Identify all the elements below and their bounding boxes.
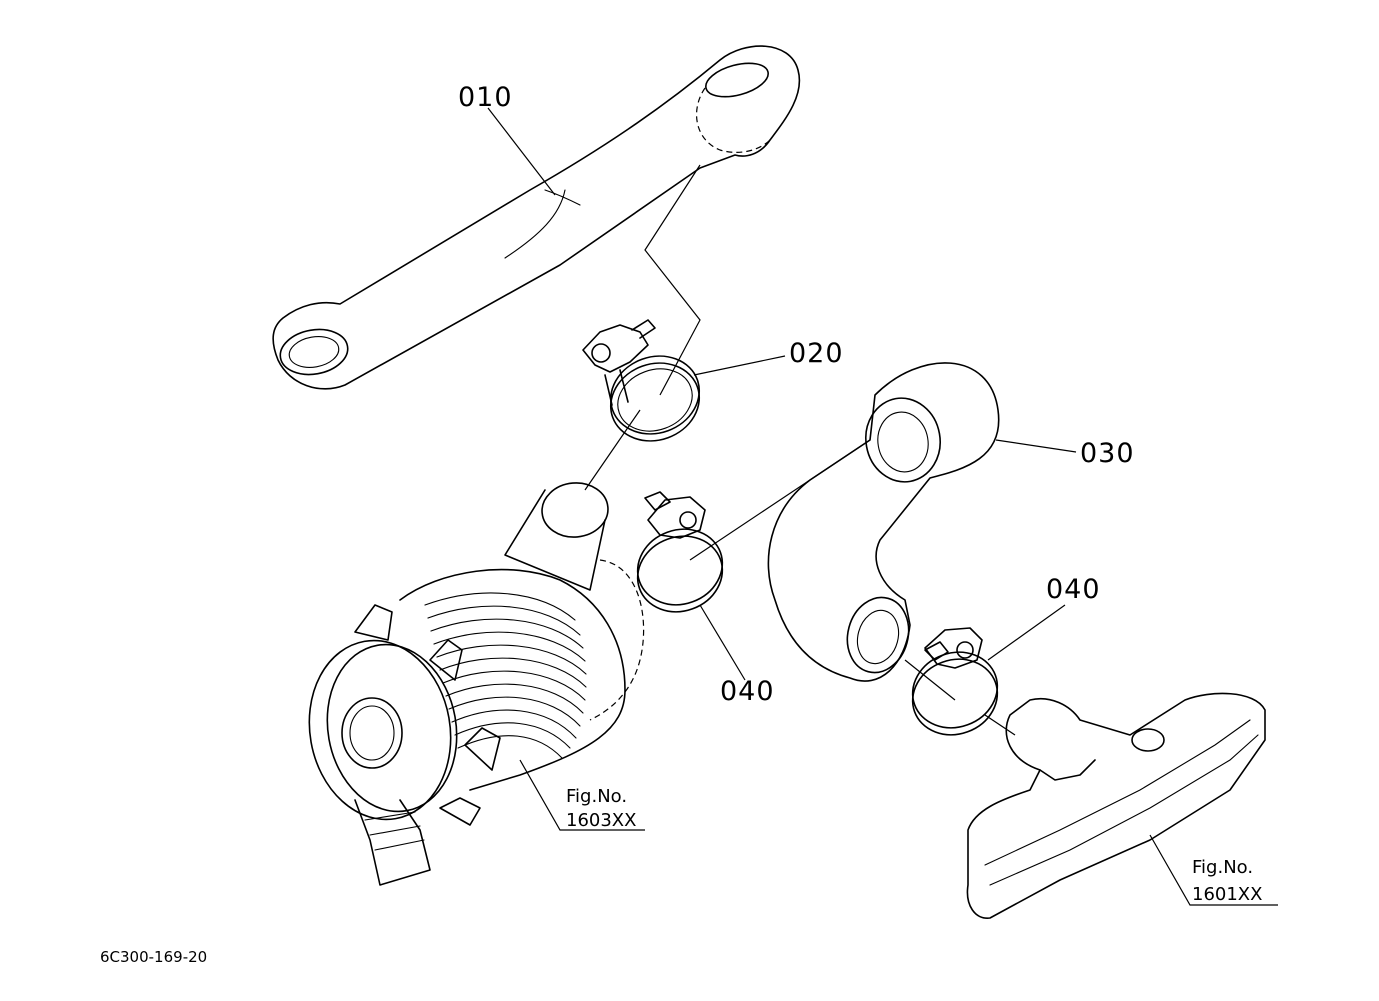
label-part-030: 030 bbox=[1080, 438, 1135, 469]
fig-ref-left-title: Fig.No. bbox=[566, 786, 627, 807]
hose-clamp-040-right bbox=[911, 627, 999, 736]
label-part-040-left: 040 bbox=[720, 676, 775, 707]
rubber-hose-030 bbox=[767, 362, 1000, 682]
label-part-040-right: 040 bbox=[1046, 574, 1101, 605]
label-part-020: 020 bbox=[789, 338, 844, 369]
intake-pipe-010 bbox=[272, 45, 801, 390]
hose-clamp-020 bbox=[582, 319, 701, 442]
fig-ref-right-title: Fig.No. bbox=[1192, 857, 1253, 878]
hose-clamp-040-left bbox=[636, 491, 724, 613]
fig-ref-left-number: 1603XX bbox=[566, 810, 636, 831]
label-part-010: 010 bbox=[458, 82, 513, 113]
fig-ref-right-number: 1601XX bbox=[1192, 884, 1262, 905]
diagram-code: 6C300-169-20 bbox=[100, 948, 207, 966]
leader-lines bbox=[487, 107, 1278, 906]
intake-manifold bbox=[966, 692, 1266, 919]
filter-ribs bbox=[424, 592, 587, 759]
air-cleaner-assembly bbox=[308, 482, 645, 886]
